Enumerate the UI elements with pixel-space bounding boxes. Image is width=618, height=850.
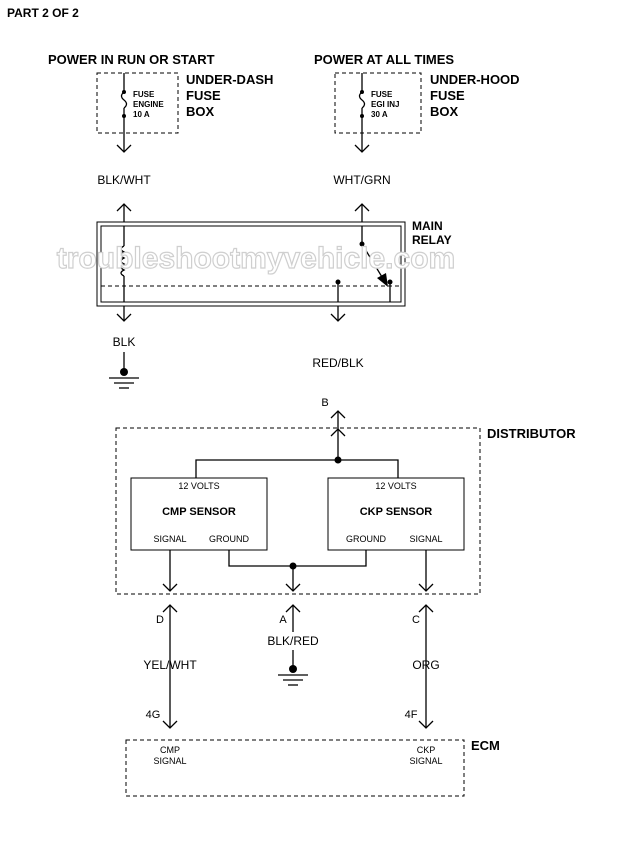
fuse-engine-symbol [120,91,128,109]
fuse-egi-terminal-top [360,90,364,94]
fuse-egi-inj-symbol [358,91,366,109]
cmp-signal-label: SIGNAL [153,534,186,544]
wht-grn-wire-label: WHT/GRN [333,173,390,187]
under-hood-fuse-box [334,72,422,134]
right-connector-top [354,144,370,153]
pin-4f-label: 4F [405,709,418,721]
relay-switch-arrow [377,273,388,287]
red-blk-wire-label: RED/BLK [312,356,363,370]
blk-red-wire-label: BLK/RED [267,634,319,648]
relay-output-connector-top [330,313,346,322]
ecm-cmp-label-2: SIGNAL [153,756,186,766]
blk-wht-wire-label: BLK/WHT [97,173,151,187]
cmp-signal-arrow [162,583,178,592]
ckp-sensor-label: CKP SENSOR [360,506,433,518]
ecm-cmp-label-1: CMP [160,745,180,755]
fuse-egi-label-2: EGI INJ [371,100,399,109]
ckp-signal-label: SIGNAL [409,534,442,544]
fuse-engine-label-3: 10 A [133,110,150,119]
pin-4g-label: 4G [146,709,161,721]
ecm-label: ECM [471,738,500,753]
cmp-sensor-box [130,477,268,551]
main-relay-label-2: RELAY [412,233,452,247]
main-relay-box [96,221,406,307]
under-dash-label-3: BOX [186,104,215,119]
under-dash-label-1: UNDER-DASH [186,72,273,87]
page-label: PART 2 OF 2 [7,6,79,20]
under-dash-label-2: FUSE [186,88,221,103]
under-hood-label-2: FUSE [430,88,465,103]
fuse-egi-label-1: FUSE [371,90,393,99]
fuse-engine-label-1: FUSE [133,90,155,99]
ecm-box [125,739,465,797]
connector-d-label: D [156,614,164,626]
relay-ground-dot [120,368,128,376]
connector-c-label: C [412,614,420,626]
fuse-engine-terminal-top [122,90,126,94]
watermark-text: troubleshootmyvehicle.com [57,242,455,275]
ckp-sensor-box [327,477,465,551]
sensor-ground-wire [228,550,367,567]
main-relay-label-1: MAIN [412,219,443,233]
fuse-egi-label-3: 30 A [371,110,388,119]
cmp-volts-label: 12 VOLTS [178,481,219,491]
pin-4g-arrow [162,720,178,729]
main-relay-inner [100,225,402,303]
fuse-engine-label-2: ENGINE [133,100,164,109]
org-wire-label: ORG [412,658,439,672]
blk-wire-label: BLK [113,335,136,349]
ckp-signal-arrow [418,583,434,592]
power-split-wire [195,459,399,478]
connector-a-label: A [279,614,287,626]
relay-output-dot [335,279,341,285]
distributor-inner-connector [330,428,346,437]
relay-ground-connector-top [116,313,132,322]
under-hood-label-3: BOX [430,104,459,119]
left-connector-top [116,144,132,153]
right-power-heading: POWER AT ALL TIMES [314,52,454,67]
distributor-box [115,427,481,595]
relay-switch-arm [361,243,386,283]
connector-b-label: B [321,397,328,409]
ckp-ground-label: GROUND [346,534,386,544]
ecm-ckp-label-2: SIGNAL [409,756,442,766]
left-power-heading: POWER IN RUN OR START [48,52,215,67]
relay-coil-icon [120,245,126,277]
cmp-sensor-label: CMP SENSOR [162,506,236,518]
yel-wht-wire-label: YEL/WHT [143,658,197,672]
cmp-ground-label: GROUND [209,534,249,544]
ground-down-arrow [285,583,301,592]
under-dash-fuse-box [96,72,179,134]
distributor-label: DISTRIBUTOR [487,426,576,441]
relay-contact-dot [387,279,393,285]
pin-4f-arrow [418,720,434,729]
ckp-volts-label: 12 VOLTS [375,481,416,491]
ecm-ckp-label-1: CKP [417,745,436,755]
under-hood-label-1: UNDER-HOOD [430,72,520,87]
sensor-ground-dot [289,665,297,673]
